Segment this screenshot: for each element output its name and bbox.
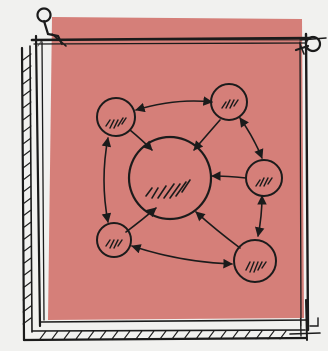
canvas-paper <box>48 17 304 320</box>
